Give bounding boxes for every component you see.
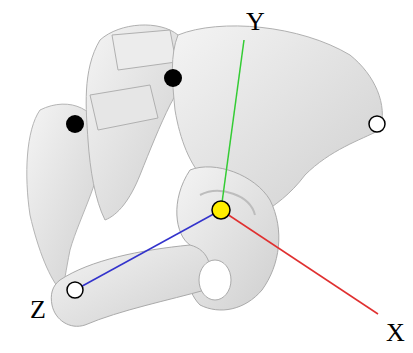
landmark-point xyxy=(67,282,83,298)
origin-point xyxy=(212,201,230,219)
axis-label: X xyxy=(386,320,405,346)
landmark-point xyxy=(66,115,84,133)
sacrum xyxy=(86,25,182,220)
pubis xyxy=(51,245,210,326)
z-axis xyxy=(75,210,221,290)
vertebra xyxy=(90,85,158,130)
obturator-foramen xyxy=(199,260,231,300)
x-axis xyxy=(221,210,378,314)
axis-label: Z xyxy=(30,297,46,323)
landmark-point xyxy=(164,69,182,87)
vertebra xyxy=(112,30,176,70)
axis-label: Y xyxy=(246,9,265,35)
landmark-point xyxy=(369,116,385,132)
y-axis xyxy=(221,40,244,210)
